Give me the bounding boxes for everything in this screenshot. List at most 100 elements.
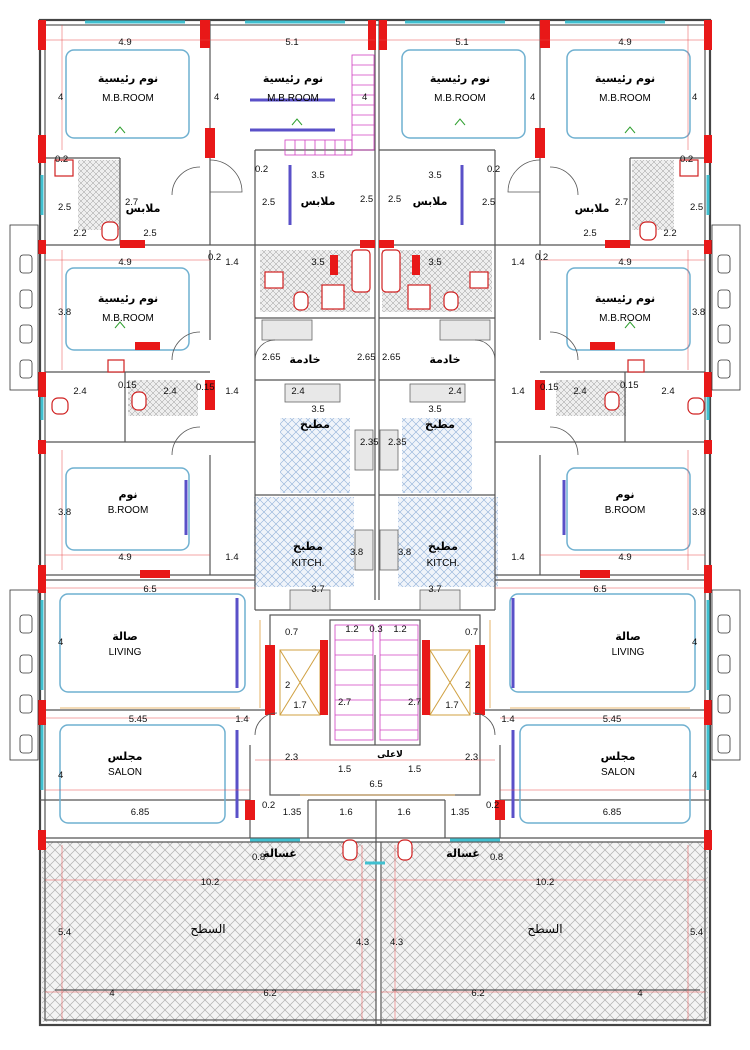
svg-text:1.4: 1.4 xyxy=(235,714,248,725)
bedroom-label-en: B.ROOM xyxy=(108,505,149,516)
svg-text:2.65: 2.65 xyxy=(382,352,401,363)
svg-text:3.8: 3.8 xyxy=(58,507,71,518)
windows xyxy=(40,20,710,865)
maid-label: خادمة xyxy=(429,353,460,366)
svg-text:2.4: 2.4 xyxy=(291,386,304,397)
svg-text:0.2: 0.2 xyxy=(487,164,500,175)
living-label-en: LIVING xyxy=(109,647,142,658)
svg-text:0.8: 0.8 xyxy=(252,852,265,863)
living-label-en: LIVING xyxy=(612,647,645,658)
svg-text:0.7: 0.7 xyxy=(285,627,298,638)
living-label-ar: صالة xyxy=(112,630,138,643)
svg-text:6.5: 6.5 xyxy=(593,584,606,595)
svg-text:0.8: 0.8 xyxy=(490,852,503,863)
svg-text:2.5: 2.5 xyxy=(58,202,71,213)
svg-text:3.8: 3.8 xyxy=(398,547,411,558)
dimension-labels: 4.9 5.1 5.1 4.9 4 4 4 4 4 0.2 0.2 2.7 2.… xyxy=(55,37,705,999)
wardrobe-bars xyxy=(184,98,566,818)
mb-room-label-en: M.B.ROOM xyxy=(267,93,319,104)
svg-text:2.65: 2.65 xyxy=(262,352,281,363)
dressing-label: ملابس xyxy=(575,202,610,215)
svg-text:6.85: 6.85 xyxy=(131,807,150,818)
svg-text:4.3: 4.3 xyxy=(356,937,369,948)
svg-text:0.15: 0.15 xyxy=(118,380,137,391)
svg-text:6.5: 6.5 xyxy=(143,584,156,595)
svg-text:1.2: 1.2 xyxy=(393,624,406,635)
svg-text:1.4: 1.4 xyxy=(501,714,514,725)
svg-text:0.15: 0.15 xyxy=(540,382,559,393)
svg-text:4: 4 xyxy=(109,988,114,999)
svg-text:4.9: 4.9 xyxy=(118,37,131,48)
svg-text:2.4: 2.4 xyxy=(73,386,86,397)
mb-room-label-ar: نوم رئيسية xyxy=(98,292,158,305)
svg-text:6.2: 6.2 xyxy=(263,988,276,999)
svg-text:4: 4 xyxy=(58,92,63,103)
kitchen-label-ar: مطبخ xyxy=(428,540,458,553)
stair-up-label: لاعلى xyxy=(377,750,403,760)
light-fixtures xyxy=(114,118,636,329)
mb-room-label-ar: نوم رئيسية xyxy=(595,72,655,85)
svg-text:4: 4 xyxy=(58,637,63,648)
svg-text:1.35: 1.35 xyxy=(283,807,302,818)
svg-text:3.5: 3.5 xyxy=(311,170,324,181)
kitchen-fixtures xyxy=(261,319,491,611)
svg-text:3.8: 3.8 xyxy=(350,547,363,558)
svg-text:5.1: 5.1 xyxy=(455,37,468,48)
kitchen-label-ar: مطبخ xyxy=(300,418,330,431)
svg-text:4: 4 xyxy=(58,770,63,781)
kitchen-right-floor xyxy=(398,497,498,587)
svg-text:2.5: 2.5 xyxy=(482,197,495,208)
svg-text:2.5: 2.5 xyxy=(690,202,703,213)
svg-text:0.15: 0.15 xyxy=(196,382,215,393)
svg-text:4: 4 xyxy=(692,92,697,103)
salon-label-ar: مجلس xyxy=(108,750,143,763)
svg-text:0.2: 0.2 xyxy=(55,154,68,165)
svg-text:2.35: 2.35 xyxy=(360,437,379,448)
doors xyxy=(171,159,579,736)
bedroom-label-en: B.ROOM xyxy=(605,505,646,516)
mb-room-label-ar: نوم رئيسية xyxy=(263,72,323,85)
service-lines xyxy=(60,620,690,796)
svg-text:0.2: 0.2 xyxy=(208,252,221,263)
svg-text:3.5: 3.5 xyxy=(311,257,324,268)
bedroom-label-ar: نوم xyxy=(118,488,137,501)
svg-text:2.4: 2.4 xyxy=(573,386,586,397)
svg-text:5.4: 5.4 xyxy=(58,927,71,938)
svg-text:3.5: 3.5 xyxy=(311,404,324,415)
svg-text:4: 4 xyxy=(530,92,535,103)
svg-text:2.7: 2.7 xyxy=(125,197,138,208)
mb-room-label-ar: نوم رئيسية xyxy=(98,72,158,85)
svg-text:3.5: 3.5 xyxy=(428,404,441,415)
svg-text:2.5: 2.5 xyxy=(143,228,156,239)
salon-label-en: SALON xyxy=(108,767,142,778)
svg-text:5.1: 5.1 xyxy=(285,37,298,48)
svg-text:2.35: 2.35 xyxy=(388,437,407,448)
kitchen-label-ar: مطبخ xyxy=(293,540,323,553)
kitchen-label-en: KITCH. xyxy=(292,558,325,569)
svg-text:0.2: 0.2 xyxy=(486,800,499,811)
svg-text:2.4: 2.4 xyxy=(448,386,461,397)
svg-text:3.5: 3.5 xyxy=(428,170,441,181)
svg-text:2.7: 2.7 xyxy=(615,197,628,208)
svg-text:1.4: 1.4 xyxy=(511,257,524,268)
bathtubs xyxy=(51,159,705,861)
svg-text:2.4: 2.4 xyxy=(163,386,176,397)
svg-text:2.7: 2.7 xyxy=(338,697,351,708)
svg-text:4.9: 4.9 xyxy=(118,552,131,563)
svg-text:4: 4 xyxy=(637,988,642,999)
side-balconies xyxy=(9,224,741,761)
svg-text:4.9: 4.9 xyxy=(618,552,631,563)
mb-room-label-en: M.B.ROOM xyxy=(599,313,651,324)
kitchen-left-floor xyxy=(254,497,354,587)
svg-text:3.7: 3.7 xyxy=(311,584,324,595)
svg-text:6.5: 6.5 xyxy=(369,779,382,790)
svg-text:1.4: 1.4 xyxy=(225,552,238,563)
svg-text:3.5: 3.5 xyxy=(428,257,441,268)
svg-text:1.2: 1.2 xyxy=(345,624,358,635)
roof-label: السطح xyxy=(527,922,562,936)
bedroom-label-ar: نوم xyxy=(615,488,634,501)
svg-text:5.45: 5.45 xyxy=(603,714,622,725)
maid-label: خادمة xyxy=(289,353,320,366)
svg-text:4: 4 xyxy=(692,637,697,648)
svg-text:2.7: 2.7 xyxy=(408,697,421,708)
